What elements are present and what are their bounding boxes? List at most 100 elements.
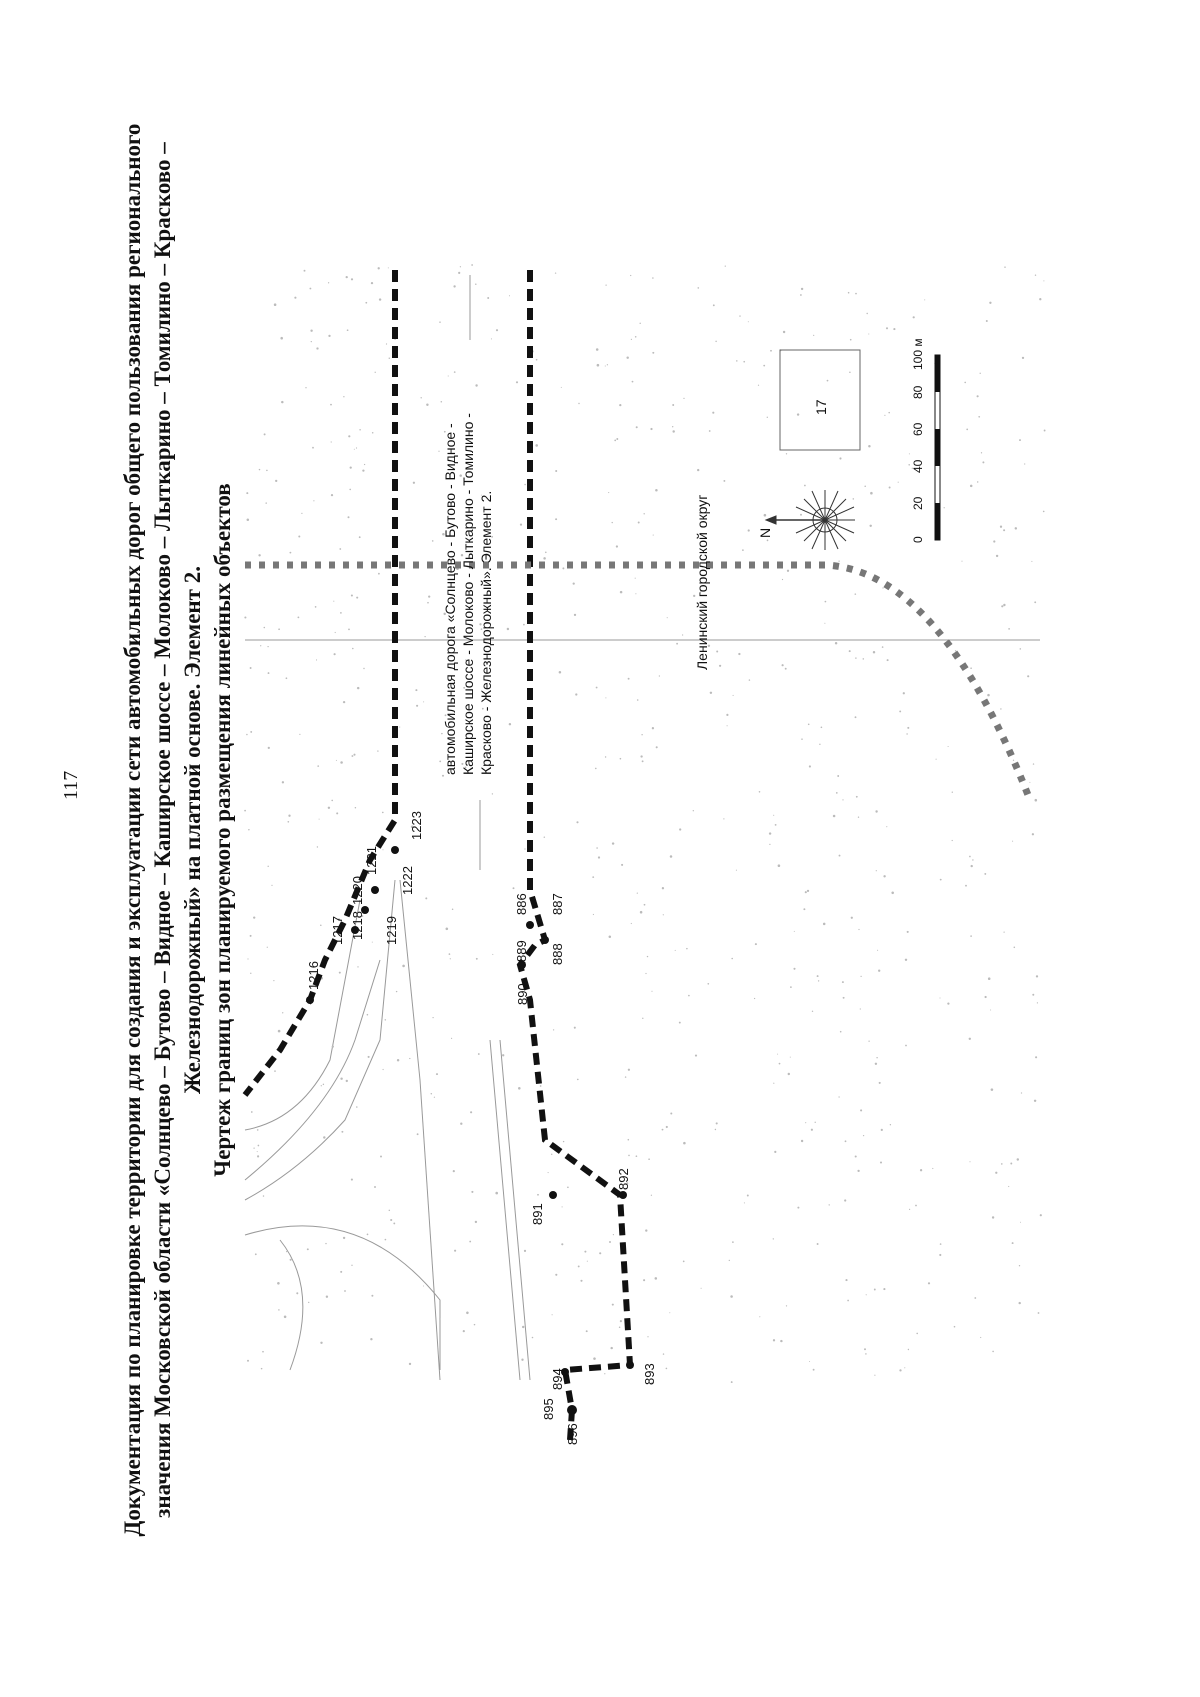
speckle: [793, 930, 795, 932]
speckle: [289, 1258, 292, 1261]
speckle: [327, 806, 331, 810]
speckle: [477, 1053, 480, 1055]
speckle: [832, 814, 836, 818]
speckle: [688, 994, 690, 997]
speckle: [258, 554, 261, 557]
speckle: [615, 545, 619, 548]
speckle: [289, 551, 292, 554]
speckle: [872, 651, 876, 654]
point-marker-886: [526, 921, 534, 929]
speckle: [416, 704, 419, 707]
speckle: [562, 1140, 565, 1143]
speckle: [605, 697, 607, 699]
speckle: [343, 396, 345, 398]
speckle: [875, 870, 877, 872]
parcel-17-outline: [779, 349, 861, 451]
speckle: [611, 1303, 614, 1306]
speckle: [883, 1288, 886, 1291]
speckle: [597, 856, 601, 859]
point-marker-1216: [306, 996, 314, 1004]
speckle: [619, 1320, 622, 1323]
speckle: [445, 927, 449, 931]
speckle: [769, 843, 771, 846]
speckle: [337, 918, 341, 921]
point-label-889: 889: [514, 940, 529, 962]
speckle: [322, 1083, 325, 1086]
speckle: [954, 650, 957, 652]
speckle: [479, 623, 482, 626]
speckle: [643, 903, 646, 906]
speckle: [647, 1336, 649, 1338]
speckle: [951, 791, 953, 793]
speckle: [961, 560, 963, 562]
speckle: [805, 1122, 807, 1124]
speckle: [874, 1374, 876, 1376]
speckle: [278, 1309, 280, 1311]
speckle: [410, 825, 414, 828]
scale-label-40: 40: [911, 459, 925, 473]
speckle: [1042, 510, 1045, 513]
upper-point-labels: 1216 1217 1218 1219 1220 1221 1222 1223: [306, 811, 424, 990]
speckle: [860, 975, 862, 978]
speckle: [619, 757, 622, 760]
speckle: [393, 1222, 396, 1225]
speckle: [298, 535, 301, 538]
speckle: [318, 818, 320, 820]
speckle: [859, 1008, 861, 1010]
speckle: [320, 924, 322, 927]
speckle: [636, 699, 639, 701]
speckle: [428, 595, 431, 598]
speckle: [562, 567, 565, 570]
speckle: [635, 593, 637, 595]
speckle: [759, 1316, 761, 1318]
speckle: [599, 1252, 602, 1255]
speckle: [256, 1151, 258, 1153]
speckle: [970, 864, 973, 868]
speckle: [714, 1128, 717, 1131]
point-label-893: 893: [642, 1363, 657, 1385]
speckle: [723, 818, 725, 820]
speckle: [693, 594, 696, 598]
road-label-line-3: Красково - Железнодорожный». Элемент 2.: [478, 491, 494, 775]
speckle: [464, 766, 467, 769]
speckle: [560, 386, 562, 388]
scale-label-100: 100 м: [911, 338, 925, 370]
speckle: [285, 677, 288, 680]
speckle: [999, 525, 1003, 528]
speckle: [982, 461, 985, 464]
scale-label-80: 80: [911, 385, 925, 399]
speckle: [726, 725, 728, 727]
speckle: [674, 949, 676, 951]
speckle: [439, 1318, 441, 1320]
speckle: [648, 1158, 650, 1161]
speckle: [487, 297, 490, 299]
point-marker-887: [541, 936, 549, 944]
speckle: [340, 761, 343, 764]
point-marker-1223: [391, 846, 399, 854]
speckle: [661, 887, 665, 890]
speckle: [359, 428, 361, 431]
speckle: [754, 943, 757, 946]
speckle: [371, 432, 374, 434]
speckle: [636, 892, 638, 894]
speckle: [984, 872, 987, 875]
speckle: [275, 479, 278, 483]
speckle: [449, 958, 451, 960]
speckle: [881, 646, 884, 648]
speckle: [267, 865, 269, 868]
speckle: [676, 642, 679, 645]
speckle: [1031, 833, 1035, 836]
speckle: [441, 774, 445, 777]
speckle: [927, 1282, 931, 1285]
speckle: [611, 521, 613, 524]
speckle: [315, 986, 317, 988]
speckle: [371, 1294, 374, 1297]
speckle: [797, 1206, 800, 1209]
speckle: [330, 403, 332, 406]
speckle: [267, 746, 270, 750]
speckle: [545, 551, 547, 554]
speckle: [1032, 993, 1035, 996]
speckle: [277, 1282, 280, 1285]
speckle: [325, 1295, 329, 1298]
speckle: [439, 760, 442, 763]
